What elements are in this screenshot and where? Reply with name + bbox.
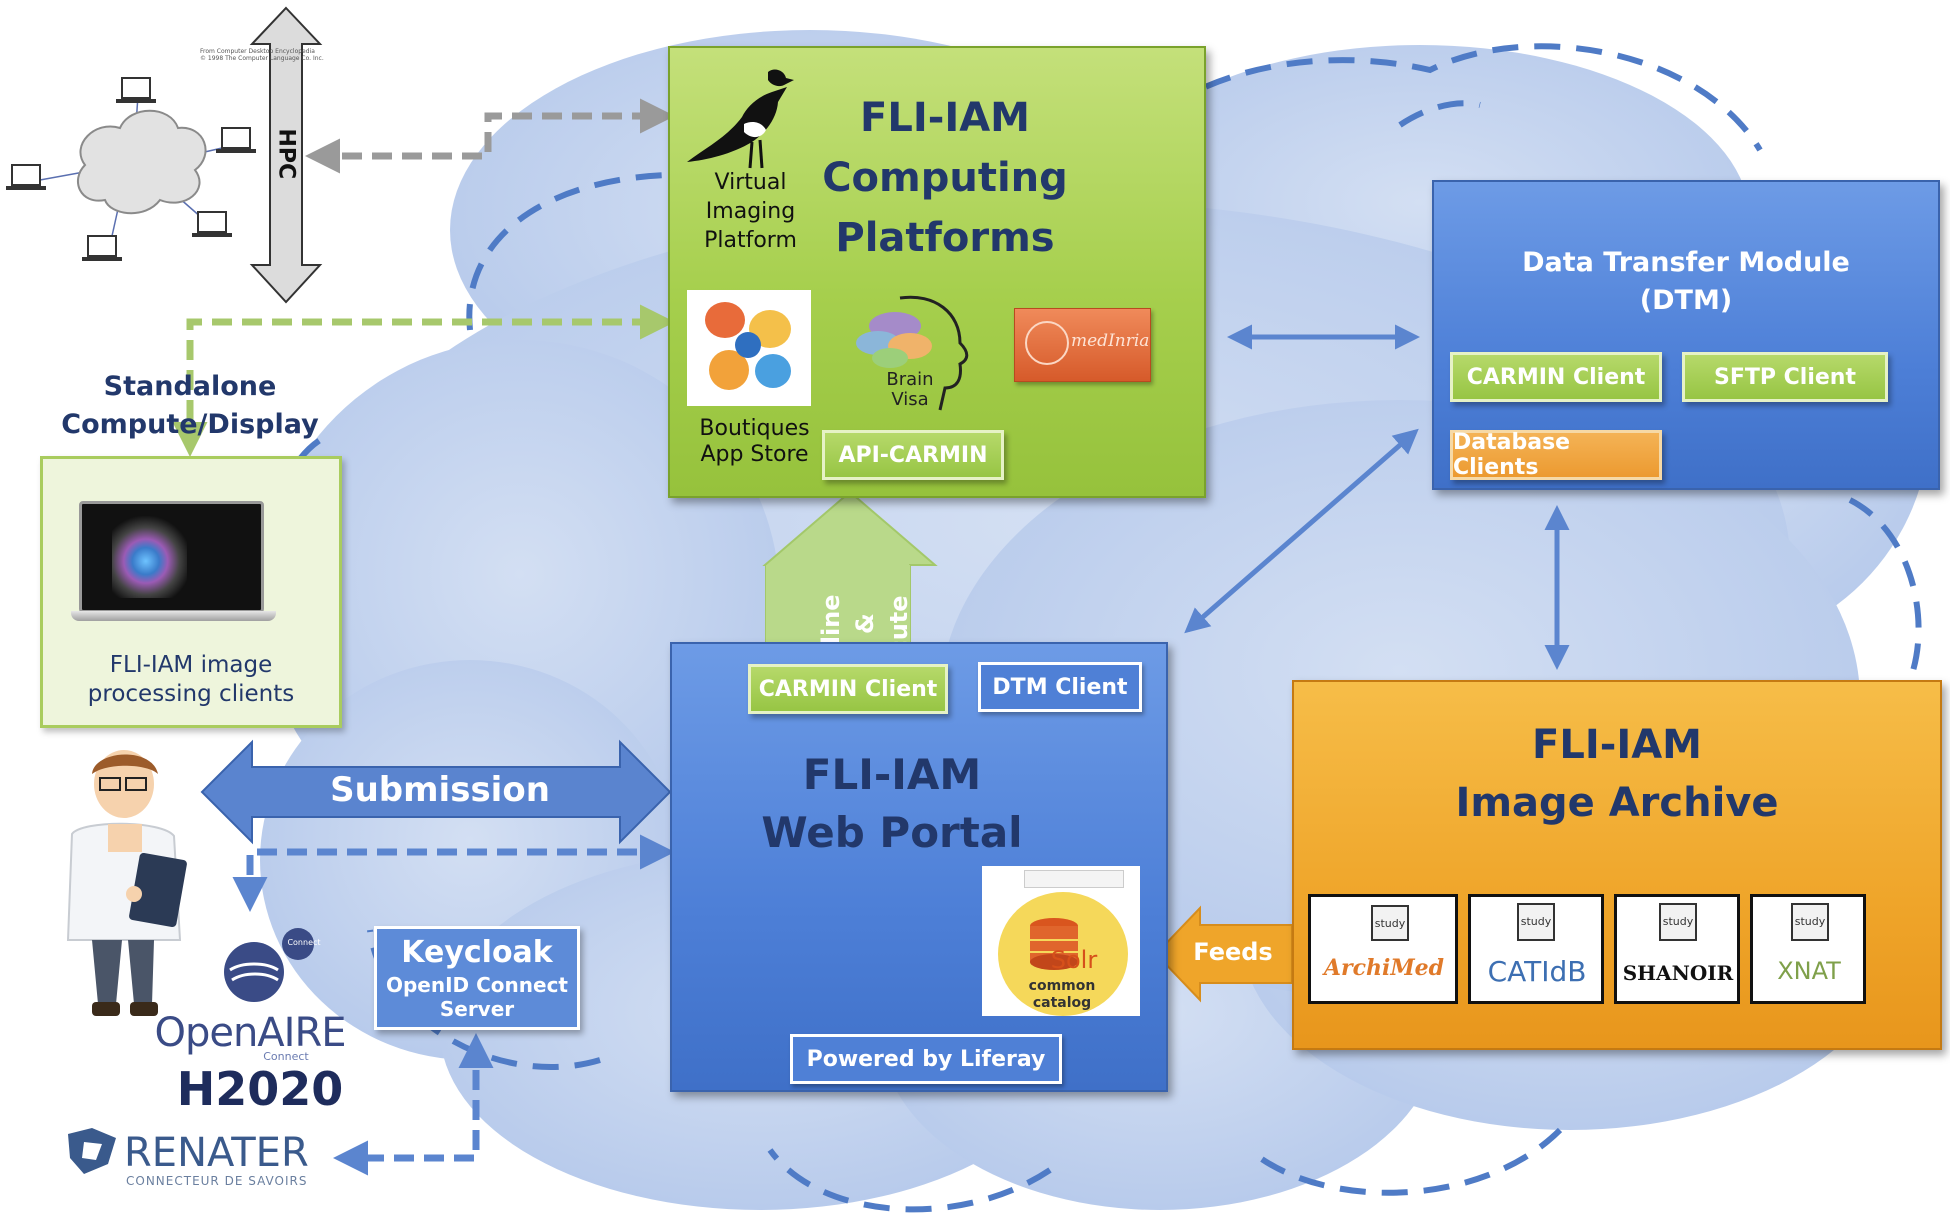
keycloak-renater-connector [333, 1033, 494, 1176]
vip-label-line1: Virtual [714, 170, 787, 195]
boutiques-label-line1: Boutiques [699, 416, 810, 441]
shanoir-study-label: study [1662, 915, 1694, 928]
dtm-box: Data Transfer Module (DTM) CARMIN Client… [1432, 180, 1940, 490]
portal-carmin-client-chip: CARMIN Client [748, 664, 948, 714]
archimed-logo-card: study ArchiMed [1308, 894, 1458, 1004]
renater-tagline: CONNECTEUR DE SAVOIRS [126, 1174, 308, 1188]
openaire-connect-small: Connect [263, 1050, 309, 1063]
dtm-sftp-client-chip: SFTP Client [1682, 352, 1888, 402]
portal-title-line2: Web Portal [761, 808, 1023, 857]
doctor-icon [66, 750, 187, 1016]
xnat-study-label: study [1794, 915, 1826, 928]
vip-label-line2: Imaging [705, 199, 796, 224]
powered-by-liferay-chip: Powered by Liferay [790, 1034, 1062, 1084]
brainvisa-logo-icon [856, 295, 969, 411]
medinria-label: medInria [1071, 331, 1150, 351]
openaire-connect-badge: Connect [287, 938, 321, 947]
hpc-label: HPC [273, 128, 299, 180]
archive-title-line1: FLI-IAM [1532, 722, 1702, 768]
laptop-image [79, 501, 264, 613]
portal-dtm-client-chip: DTM Client [978, 662, 1142, 712]
solr-logo-card: Solr common catalog [982, 866, 1140, 1016]
hpc-credit-line1: From Computer Desktop Encyclopedia [200, 48, 315, 55]
solr-caption-line1: common [1028, 978, 1096, 994]
solr-label: Solr [1050, 946, 1098, 974]
feeds-arrow [1154, 905, 1293, 1003]
standalone-caption-line2: processing clients [87, 681, 295, 707]
keycloak-line2: OpenID Connect [385, 973, 568, 997]
standalone-box: FLI-IAM image processing clients [40, 456, 342, 728]
archimed-study-label: study [1374, 917, 1406, 930]
hpc-double-arrow [249, 6, 323, 304]
xnat-logo-card: study XNAT [1750, 894, 1866, 1004]
feeds-label: Feeds [1193, 938, 1273, 966]
catidb-study-label: study [1520, 915, 1552, 928]
archive-title-line2: Image Archive [1455, 780, 1779, 826]
keycloak-box: Keycloak OpenID Connect Server [374, 926, 580, 1030]
hpc-credit-line2: © 1998 The Computer Language Co. Inc. [200, 55, 324, 62]
hpc-network [6, 77, 256, 261]
openaire-name: OpenAIRE [154, 1010, 346, 1056]
dtm-carmin-client-chip: CARMIN Client [1450, 352, 1662, 402]
computing-title-line1: FLI-IAM [860, 95, 1030, 141]
keycloak-line3: Server [439, 997, 515, 1021]
xnat-logo-label: XNAT [1777, 957, 1841, 985]
boutiques-logo-icon [687, 290, 811, 406]
dtm-title-line1: Data Transfer Module [1522, 247, 1850, 278]
portal-title-line1: FLI-IAM [802, 750, 982, 799]
web-portal-box: CARMIN Client DTM Client FLI-IAM Web Por… [670, 642, 1168, 1092]
catidb-logo-label: CATIdB [1487, 955, 1587, 988]
catidb-logo-card: study CATIdB [1468, 894, 1604, 1004]
h2020-label: H2020 [176, 1062, 344, 1116]
dtm-portal-connector [1184, 428, 1419, 634]
solr-caption-line2: catalog [1032, 995, 1092, 1011]
renater-name: RENATER [124, 1130, 309, 1176]
keycloak-title: Keycloak [401, 935, 553, 970]
openaire-logo-icon [224, 928, 314, 1002]
standalone-caption-line1: FLI-IAM image [109, 652, 273, 678]
archimed-logo-label: ArchiMed [1323, 955, 1445, 981]
magpie-icon [687, 69, 794, 169]
standalone-title-line2: Compute/Display [61, 409, 319, 440]
brainvisa-label-line1: Brain [886, 369, 934, 390]
hpc-computing-connector [305, 98, 675, 174]
computing-title-line3: Platforms [835, 215, 1055, 261]
medinria-logo-icon: medInria [1014, 308, 1151, 382]
dtm-title-line2: (DTM) [1639, 285, 1733, 316]
shanoir-logo-card: study SHANOIR [1614, 894, 1740, 1004]
submission-label: Submission [330, 770, 550, 810]
api-carmin-chip: API-CARMIN [822, 430, 1004, 480]
brainvisa-label-line2: Visa [891, 389, 929, 410]
database-icon [1030, 918, 1078, 970]
shanoir-logo-label: SHANOIR [1622, 961, 1734, 985]
computing-platforms-box: Virtual Imaging Platform FLI-IAM Computi… [668, 46, 1206, 498]
user-portal-dashed-connector [232, 834, 675, 912]
standalone-title-line1: Standalone [103, 371, 277, 402]
boutiques-label-line2: App Store [700, 442, 809, 467]
dtm-database-clients-chip: Database Clients [1450, 430, 1662, 480]
renater-logo-icon [68, 1128, 116, 1174]
image-archive-box: FLI-IAM Image Archive study ArchiMed stu… [1292, 680, 1942, 1050]
computing-title-line2: Computing [822, 155, 1068, 201]
vip-label-line3: Platform [704, 228, 797, 253]
standalone-computing-connector [172, 304, 675, 457]
